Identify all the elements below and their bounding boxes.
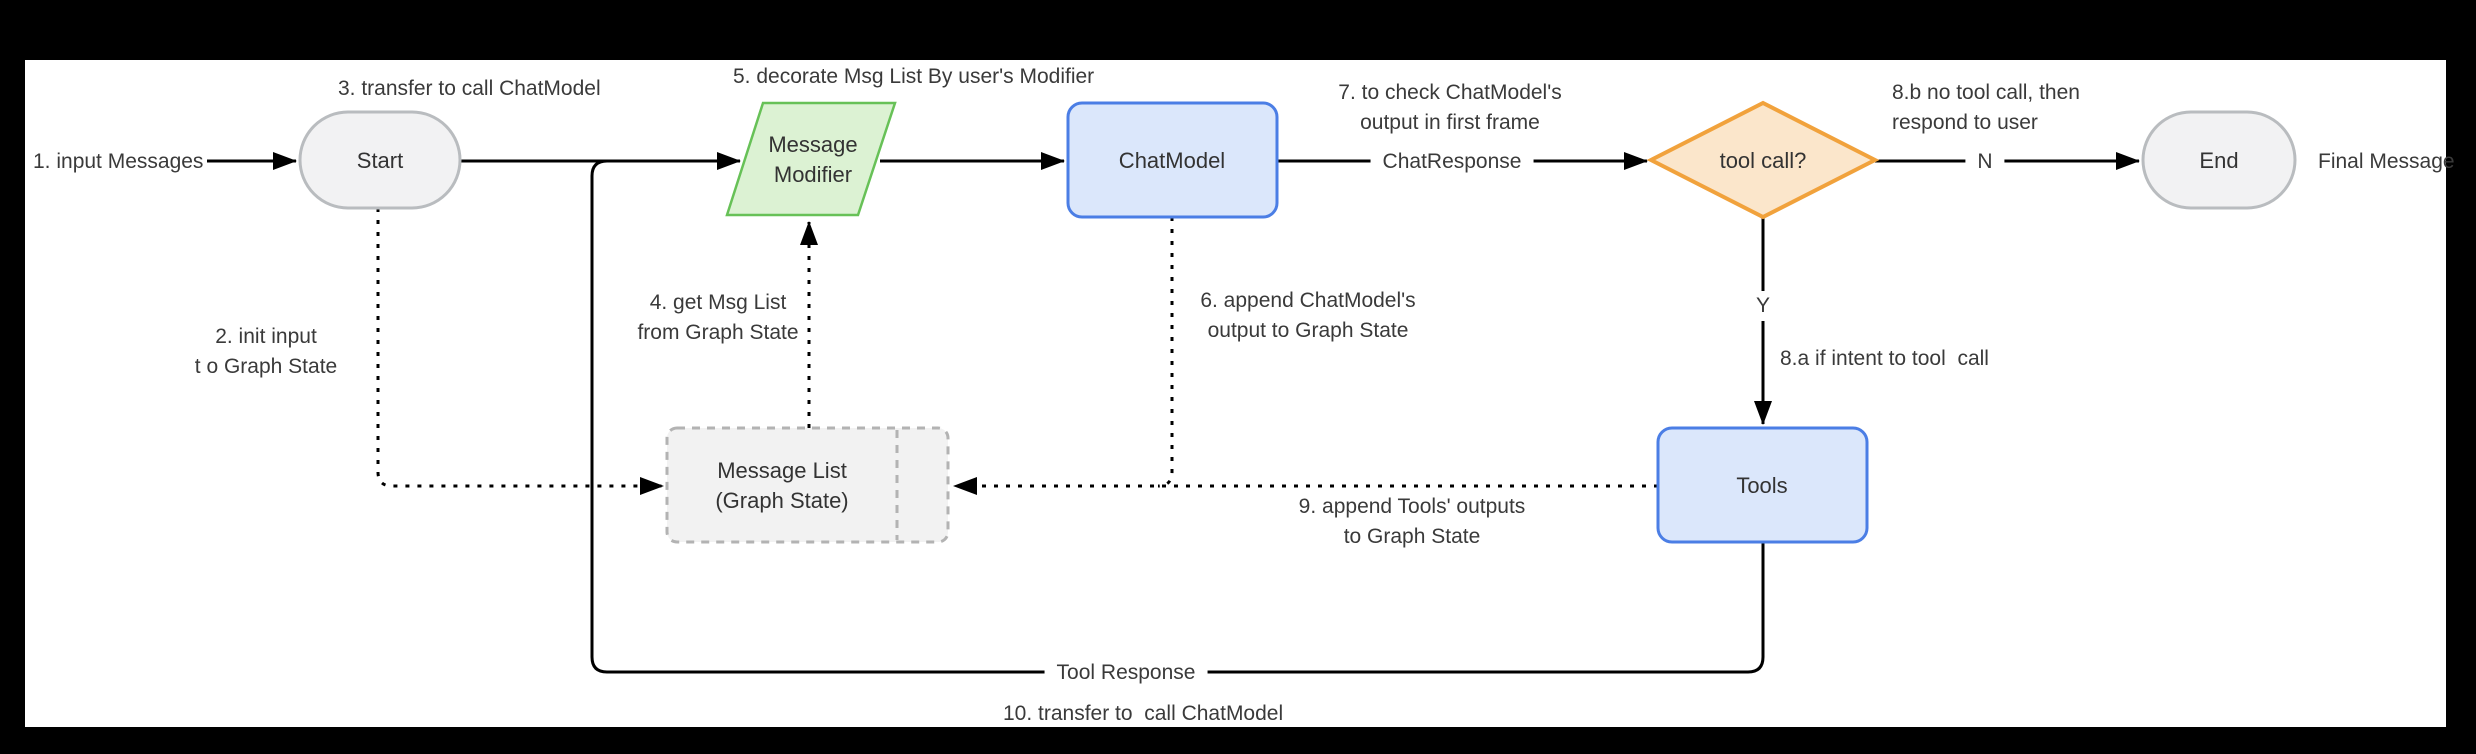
label-step6: 6. append ChatModel's output to Graph St…	[1200, 289, 1416, 342]
label-step10: 10. transfer to call ChatModel	[1003, 702, 1284, 725]
label-step8b: 8.b no tool call, then respond to user	[1892, 81, 2080, 134]
edge-tool-response-loop	[590, 159, 1765, 674]
label-final-message: Final Message	[2318, 150, 2455, 173]
label-chat-response: ChatResponse	[1370, 147, 1534, 177]
label-step1: 1. input Messages	[33, 150, 204, 173]
tool-call-label: tool call?	[1719, 148, 1807, 173]
label-step5: 5. decorate Msg List By user's Modifier	[733, 65, 1095, 88]
start-label: Start	[356, 148, 404, 173]
label-tool-response: Tool Response	[1044, 658, 1208, 688]
label-step3: 3. transfer to call ChatModel	[338, 77, 601, 100]
label-step2: 2. init input t o Graph State	[194, 325, 338, 378]
label-step8a: 8.a if intent to tool call	[1780, 347, 1989, 370]
node-tools	[1656, 426, 1869, 544]
chatmodel-label: ChatModel	[1118, 148, 1226, 173]
label-step9: 9. append Tools' outputs to Graph State	[1298, 495, 1526, 548]
tools-label: Tools	[1736, 473, 1788, 498]
label-branch-no: N	[1965, 147, 2005, 177]
message-modifier-label: Message Modifier	[768, 132, 858, 187]
label-branch-yes: Y	[1743, 291, 1783, 321]
node-chatmodel	[1066, 101, 1279, 219]
node-end	[2141, 110, 2297, 210]
node-tool-call-decision	[1646, 100, 1880, 220]
node-start	[298, 110, 462, 210]
edge-chatmodel-to-messagelist	[1157, 217, 1174, 488]
end-label: End	[2199, 148, 2239, 173]
message-list-label: Message List (Graph State)	[715, 458, 849, 513]
node-message-modifier	[725, 101, 897, 217]
edge-start-to-messagelist	[376, 208, 664, 495]
label-step4: 4. get Msg List from Graph State	[637, 291, 799, 344]
node-message-list	[665, 426, 950, 544]
label-step7: 7. to check ChatModel's output in first …	[1338, 81, 1562, 134]
